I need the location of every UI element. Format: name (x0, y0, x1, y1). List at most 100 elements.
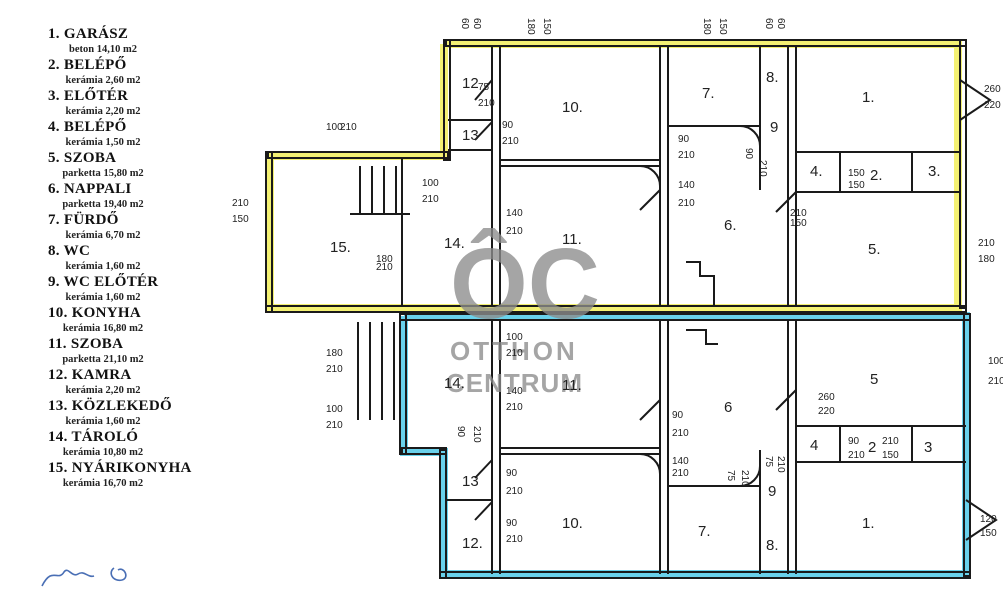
legend-item: 11. SZOBA parketta 21,10 m2 (48, 336, 248, 367)
signature-stroke (41, 567, 127, 587)
legend-room-name: 10. KONYHA (48, 305, 248, 322)
dimension-label: 150 (541, 18, 552, 35)
legend-room-title: SZOBA (70, 336, 124, 352)
dimension-label: 210 (848, 450, 865, 461)
legend-room-title: WC (63, 243, 91, 259)
dimension-label: 60 (763, 18, 774, 30)
legend-item: 7. FÜRDŐ kerámia 6,70 m2 (48, 212, 248, 243)
dimension-label: 210 (471, 426, 482, 443)
legend-room-name: 7. FÜRDŐ (48, 212, 248, 229)
dimension-label: 90 (678, 134, 690, 145)
legend-room-title: FÜRDŐ (63, 212, 119, 228)
lower-unit-highlight (400, 312, 970, 578)
dimension-label: 150 (717, 18, 728, 35)
dimension-label: 210 (232, 198, 249, 209)
dimension-label: 210 (678, 150, 695, 161)
legend-room-number: 11. (48, 336, 67, 352)
room-number-label: 10. (562, 99, 583, 116)
legend-room-area: beton 14,10 m2 (69, 44, 137, 55)
dimension-label: 180 (326, 348, 343, 359)
watermark-line2: CENTRUM (446, 368, 583, 398)
room-number-label: 3. (928, 163, 941, 180)
legend-room-name: 1. GARÁSZ (48, 26, 248, 43)
legend-room-name: 5. SZOBA (48, 150, 248, 167)
legend-item: 4. BELÉPŐ kerámia 1,50 m2 (48, 119, 248, 150)
room-legend: 1. GARÁSZ beton 14,10 m2 2. BELÉPŐ kerám… (48, 26, 248, 491)
legend-room-name: 3. ELŐTÉR (48, 88, 248, 105)
room-number-label: 12. (462, 535, 483, 552)
legend-room-area: kerámia 1,60 m2 (65, 261, 141, 272)
room-number-label: 1. (862, 515, 875, 532)
dimension-label: 210 (978, 238, 995, 249)
dimension-label: 140 (672, 456, 689, 467)
dimension-label: 100 (326, 122, 343, 133)
legend-room-area: kerámia 6,70 m2 (65, 230, 141, 241)
legend-room-area: kerámia 10,80 m2 (62, 447, 144, 458)
legend-room-number: 7. (48, 212, 60, 228)
dimension-label: 180 (978, 254, 995, 265)
dimension-label: 90 (848, 436, 860, 447)
dimension-label: 210 (422, 194, 439, 205)
room-number-label: 3 (924, 439, 932, 456)
dimension-label: 210 (739, 470, 750, 487)
legend-room-title: ELŐTÉR (63, 88, 129, 104)
room-number-label: 8. (766, 537, 779, 554)
legend-room-title: WC ELŐTÉR (63, 274, 159, 290)
legend-item: 12. KAMRA kerámia 2,20 m2 (48, 367, 248, 398)
dimension-label: 210 (326, 420, 343, 431)
legend-room-number: 1. (48, 26, 60, 42)
dimension-label: 140 (678, 180, 695, 191)
room-number-label: 15. (330, 239, 351, 256)
legend-room-area: parketta 15,80 m2 (62, 168, 144, 179)
room-number-label: 6 (724, 399, 732, 416)
dimension-label: 210 (506, 348, 523, 359)
dimension-label: 90 (506, 468, 518, 479)
legend-room-name: 9. WC ELŐTÉR (48, 274, 248, 291)
room-number-label: 5 (870, 371, 878, 388)
legend-room-name: 8. WC (48, 243, 248, 260)
room-number-label: 11. (562, 231, 582, 248)
legend-room-area: kerámia 2,60 m2 (65, 75, 141, 86)
dimension-label: 210 (326, 364, 343, 375)
room-number-label: 10. (562, 515, 583, 532)
legend-room-area: kerámia 2,20 m2 (65, 106, 141, 117)
dimension-label: 150 (232, 214, 249, 225)
dimension-label: 210 (672, 468, 689, 479)
legend-room-number: 6. (48, 181, 60, 197)
dimension-label: 180 (376, 254, 393, 265)
room-number-label: 13 (462, 473, 479, 490)
legend-room-number: 4. (48, 119, 60, 135)
room-number-label: 2. (870, 167, 883, 184)
dimension-label: 90 (506, 518, 518, 529)
dimension-label: 210 (506, 534, 523, 545)
room-number-label: 6. (724, 217, 737, 234)
legend-item: 15. NYÁRIKONYHA kerámia 16,70 m2 (48, 460, 248, 491)
room-number-label: 7. (698, 523, 711, 540)
dimension-label: 75 (725, 470, 736, 482)
legend-room-number: 12. (48, 367, 68, 383)
dimension-label: 210 (340, 122, 357, 133)
dimension-label: 100 (422, 178, 439, 189)
room-number-label: 1. (862, 89, 875, 106)
dimension-label: 210 (678, 198, 695, 209)
dimension-label: 100 (506, 332, 523, 343)
legend-room-number: 8. (48, 243, 60, 259)
room-number-label: 14. (444, 235, 465, 252)
legend-room-title: GARÁSZ (63, 26, 129, 42)
legend-item: 10. KONYHA kerámia 16,80 m2 (48, 305, 248, 336)
room-number-label: 4 (810, 437, 818, 454)
dimension-label: 260 (818, 392, 835, 403)
dimension-label: 210 (672, 428, 689, 439)
legend-room-number: 14. (48, 429, 68, 445)
dimension-label: 180 (701, 18, 712, 35)
room-number-label: 12 (462, 75, 479, 92)
room-number-label: 7. (702, 85, 715, 102)
dimension-label: 220 (818, 406, 835, 417)
legend-item: 1. GARÁSZ beton 14,10 m2 (48, 26, 248, 57)
legend-room-number: 15. (48, 460, 68, 476)
dimension-label: 90 (743, 148, 754, 160)
